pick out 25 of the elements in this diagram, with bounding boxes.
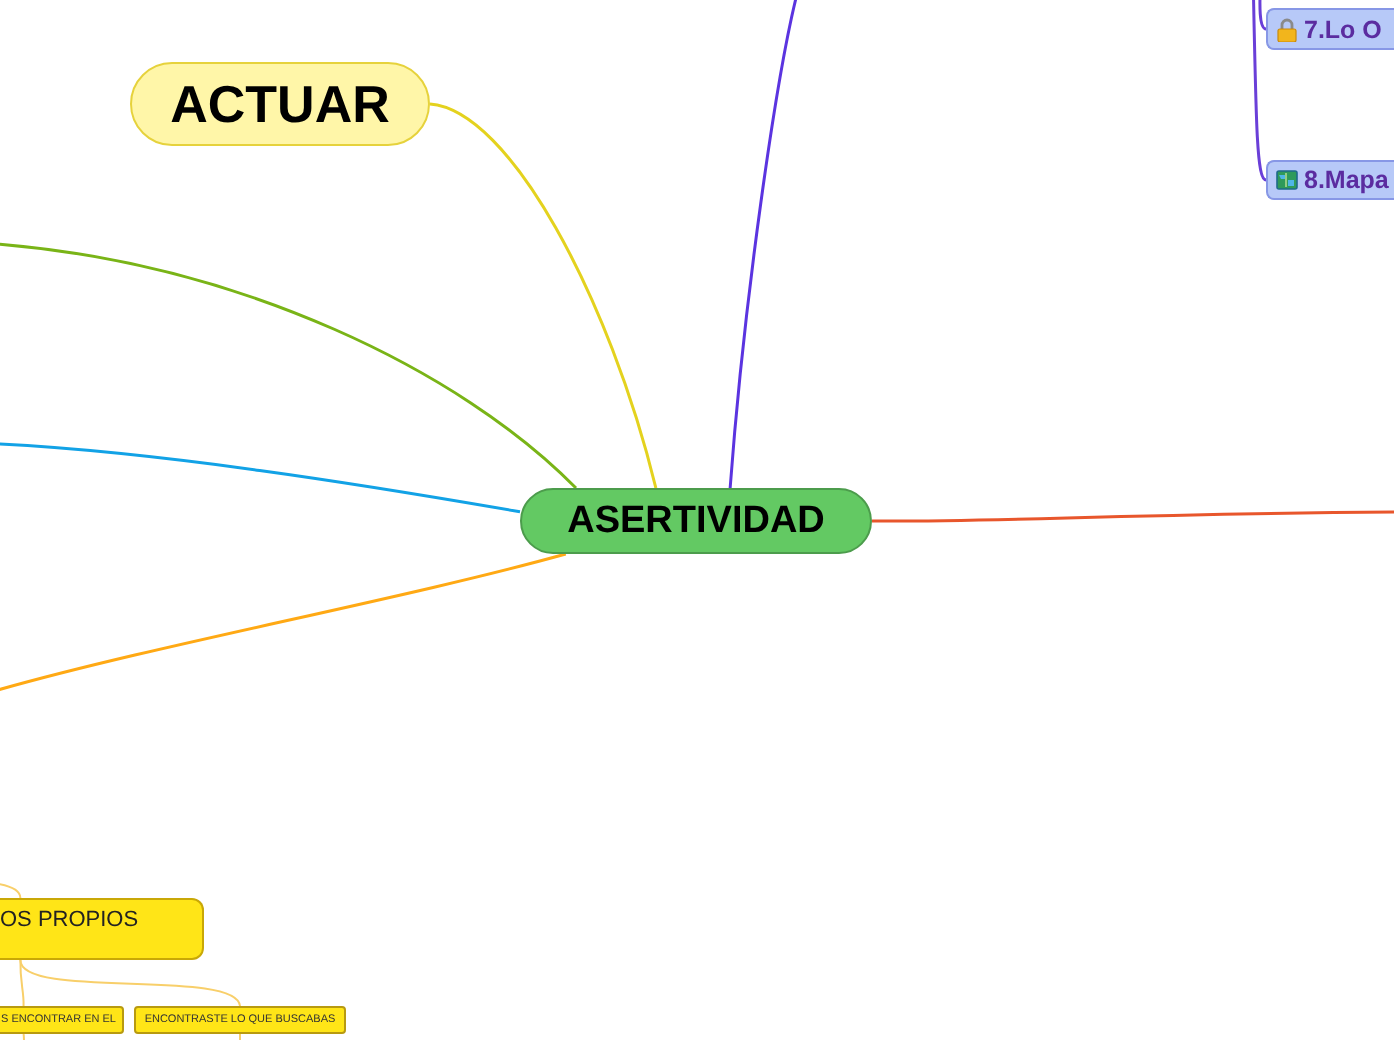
branch-line bbox=[728, 0, 798, 489]
branch-line bbox=[22, 1033, 25, 1040]
central-topic-node bbox=[520, 488, 872, 554]
subtopic-node bbox=[1266, 8, 1394, 50]
branch-line bbox=[0, 242, 577, 490]
topic-node bbox=[0, 898, 204, 960]
main-topic-node bbox=[130, 62, 430, 146]
branch-line bbox=[1250, 0, 1267, 182]
subtopic-node bbox=[0, 1006, 124, 1034]
branch-line bbox=[239, 1033, 241, 1040]
topic-text: OS PROPIOS bbox=[0, 908, 139, 932]
branch-line bbox=[1258, 0, 1267, 31]
topic-text: 7.Lo O bbox=[1304, 15, 1382, 43]
branch-line bbox=[19, 959, 241, 1007]
topic-text: ASERTIVIDAD bbox=[567, 499, 825, 543]
branch-line bbox=[0, 552, 567, 692]
branch-line bbox=[19, 959, 25, 1007]
branch-line bbox=[0, 883, 22, 899]
branch-line bbox=[429, 102, 658, 489]
branch-line bbox=[872, 510, 1394, 523]
subtopic-node bbox=[134, 1006, 346, 1034]
topic-text: 8.Mapa bbox=[1304, 166, 1389, 194]
topic-text: ACTUAR bbox=[170, 73, 390, 135]
branch-line bbox=[0, 442, 521, 514]
subtopic-node bbox=[1266, 160, 1394, 200]
